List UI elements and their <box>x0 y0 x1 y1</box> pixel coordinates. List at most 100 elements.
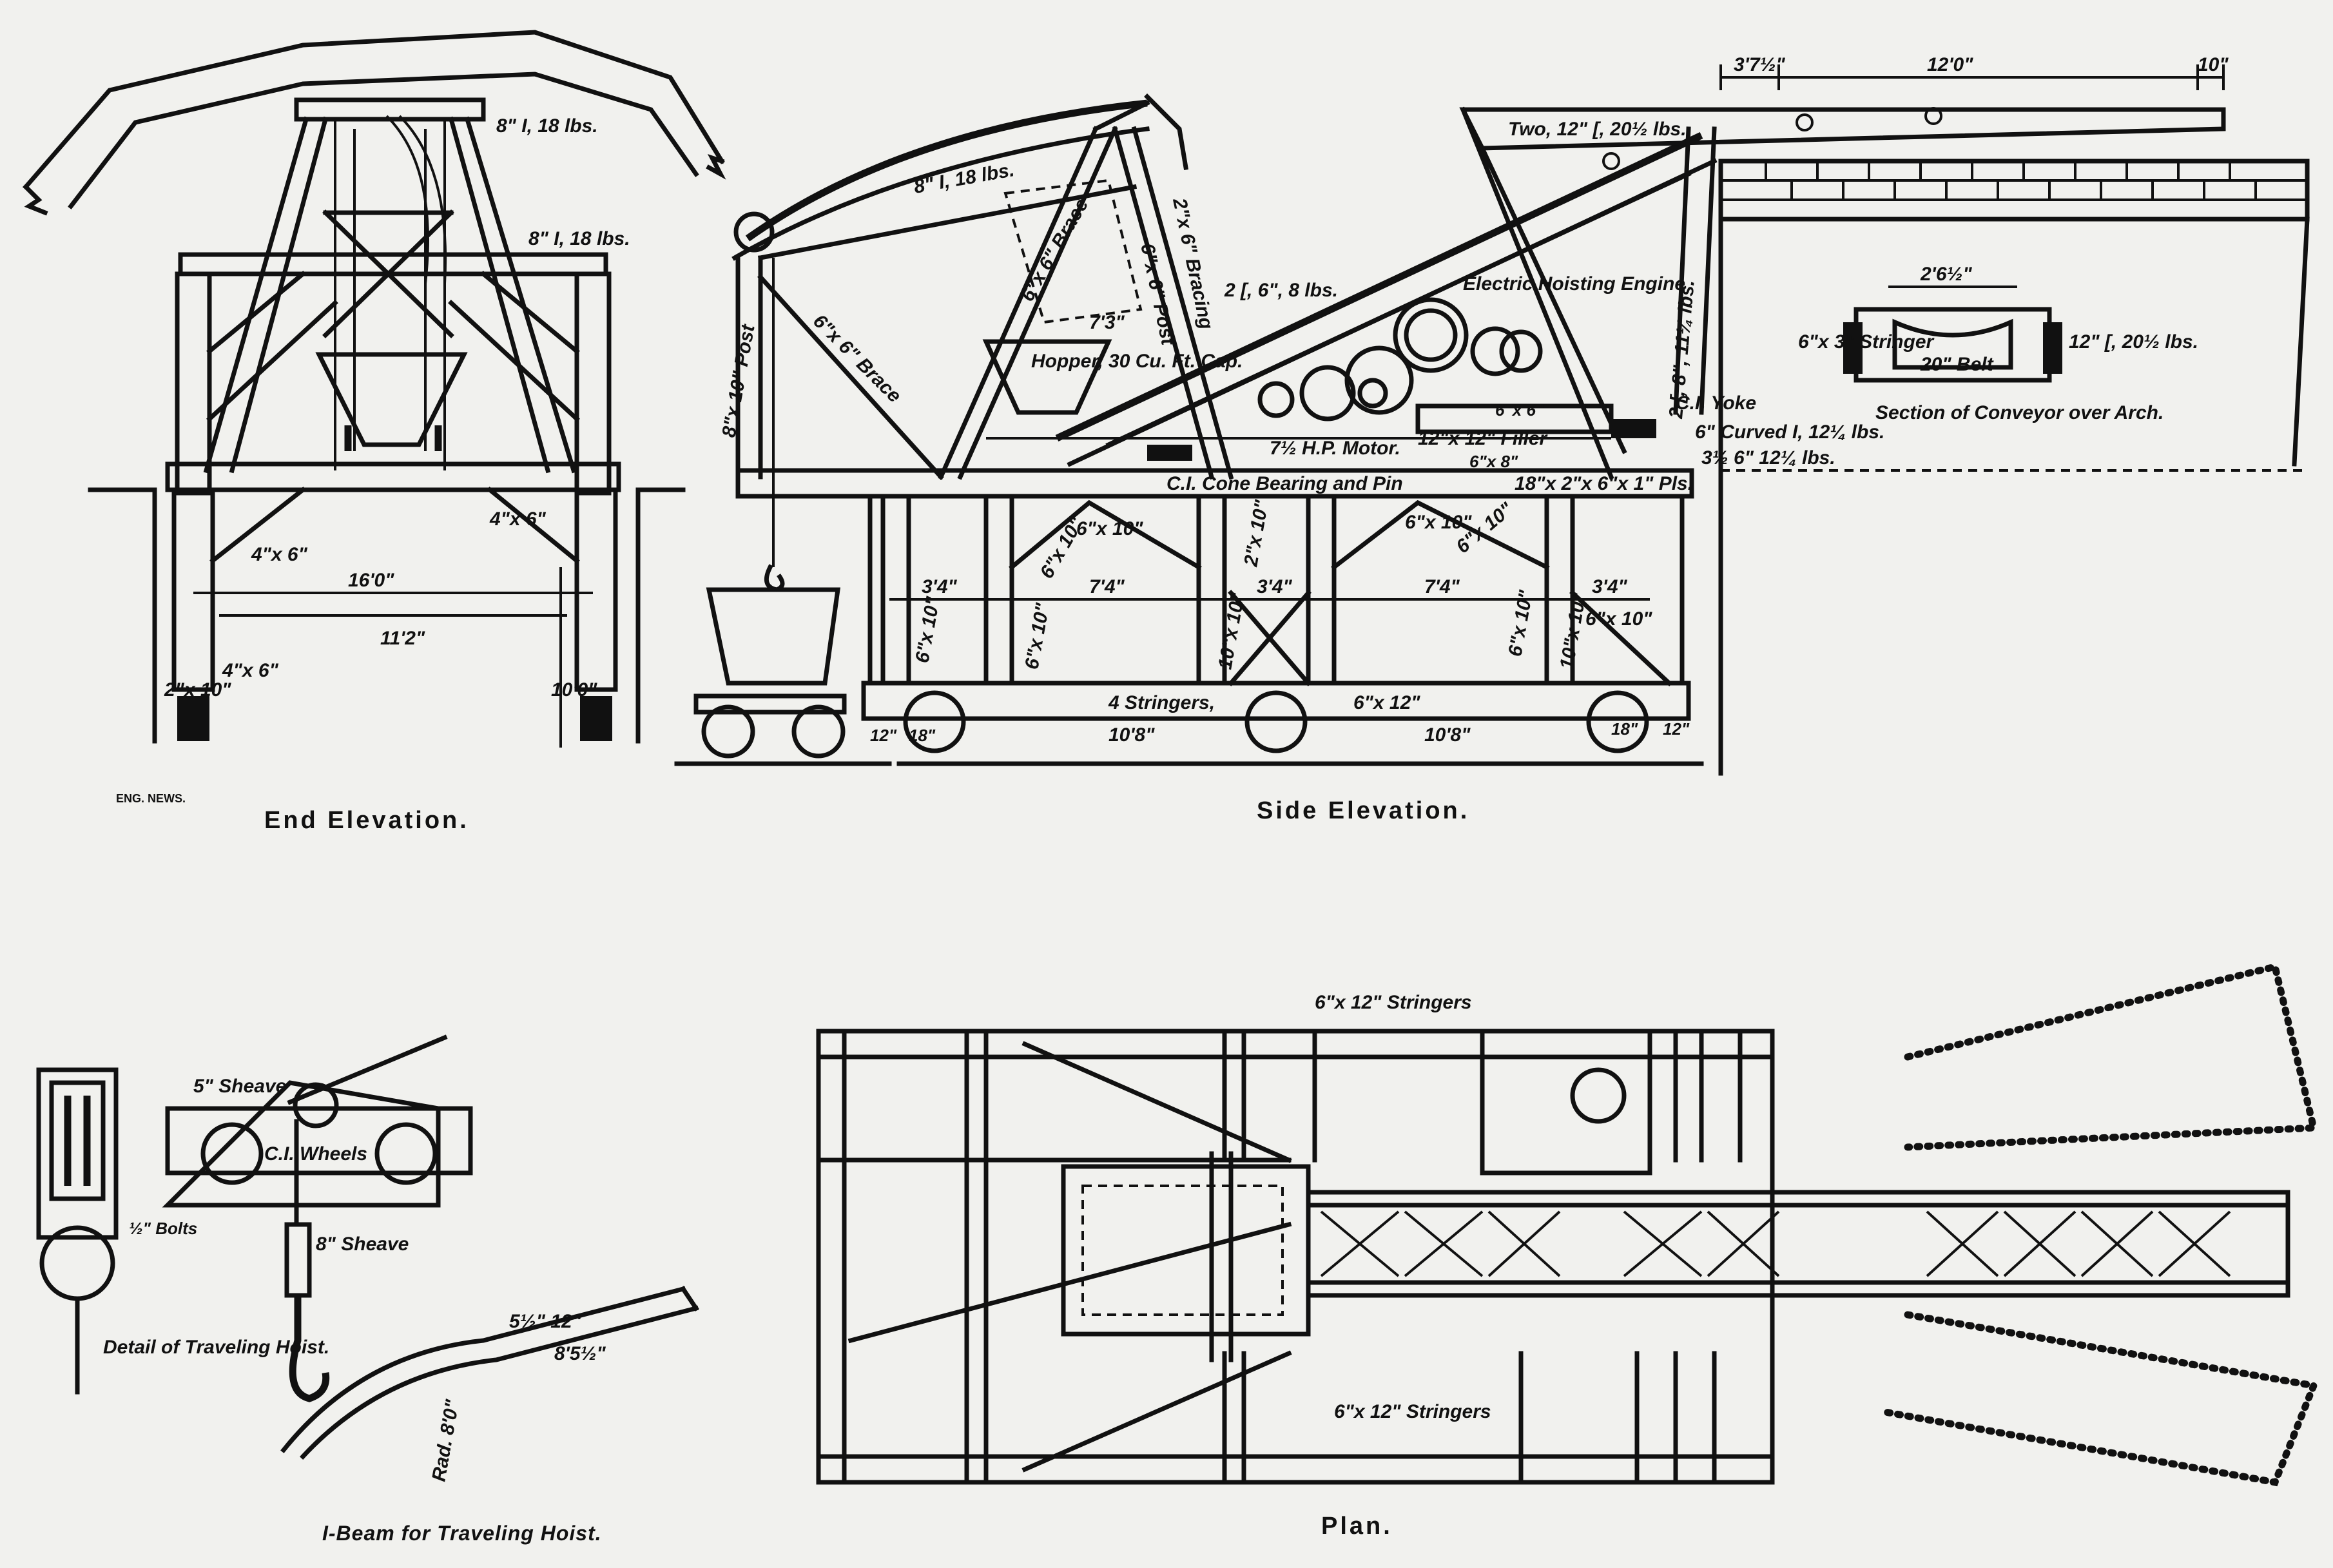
truss-8-label: 2"x 10" <box>1240 498 1273 568</box>
side-elevation-caption: Side Elevation. <box>1257 797 1469 824</box>
plates-label: 18"x 2"x 6"x 1" Pls. <box>1515 473 1693 494</box>
motor-label: 7½ H.P. Motor. <box>1270 438 1400 459</box>
ibeam-dim-label: 8'5½" <box>554 1343 606 1364</box>
offset-18a-label: 18" <box>909 726 936 745</box>
sheave-5-label: 5" Sheave <box>193 1076 286 1097</box>
wheel-base-1-label: 10'8" <box>1108 724 1155 746</box>
source-credit: ENG. NEWS. <box>116 792 186 805</box>
section-caption: Section of Conveyor over Arch. <box>1875 402 2164 423</box>
dim-d-label: 7'4" <box>1424 576 1460 597</box>
boom <box>745 99 1148 242</box>
post-right <box>574 271 612 496</box>
leg-left <box>171 487 215 692</box>
end-width-inner-label: 11'2" <box>380 628 425 649</box>
sheave-5-wheel <box>293 1082 339 1128</box>
truss-10-label: 10"x 10" <box>1556 590 1591 671</box>
hoist-detail: 5" Sheave C.I. Wheels ½" Bolts 8" Sheave… <box>36 1034 473 1402</box>
ground-right <box>635 487 686 744</box>
plan-caption: Plan. <box>1321 1513 1393 1540</box>
bolts-label: ½" Bolts <box>129 1219 197 1238</box>
ground-left <box>88 487 157 744</box>
post-left <box>175 271 212 496</box>
curved-ibeam <box>280 1286 686 1453</box>
end-elevation-caption: End Elevation. <box>264 807 469 834</box>
conveyor-section <box>1843 286 2062 383</box>
dim-b-label: 7'4" <box>1089 576 1125 597</box>
filler-6x6-label: 6"x 6" <box>1495 400 1544 420</box>
rail-car <box>693 693 847 715</box>
stringers <box>861 681 1691 721</box>
post-8x10-label: 8"x 10" Post <box>718 322 759 439</box>
end-brace-low-label: 4"x 6" <box>222 660 279 681</box>
wheels-label: C.I. Wheels <box>264 1143 367 1165</box>
ibeam-size-label: 5½" 12" <box>509 1311 582 1332</box>
section-width-label: 2'6½" <box>1920 264 1973 285</box>
dim-7-3-label: 7'3" <box>1089 312 1125 333</box>
sheave-8-label: 8" Sheave <box>316 1234 409 1255</box>
end-ibeam-top-label: 8" I, 18 lbs. <box>496 115 598 137</box>
cross-beam <box>178 252 608 276</box>
plan-stringers-top-label: 6"x 12" Stringers <box>1315 992 1472 1013</box>
stringer-size-label: 6"x 12" <box>1353 692 1420 713</box>
plan-stringers-bottom-label: 6"x 12" Stringers <box>1334 1401 1491 1422</box>
truss-3-label: 6"x 10" <box>1405 512 1472 533</box>
dim-e-label: 3'4" <box>1592 576 1628 597</box>
plan-view: 6"x 12" Stringers 6"x 12" Stringers Plan… <box>816 962 2319 1540</box>
side-elevation: 8" I, 18 lbs. 2"x 6" Bracing 6"x 6" Post… <box>674 54 2310 824</box>
bracing-label: 2"x 6" Bracing <box>1168 196 1217 331</box>
base-beam <box>165 461 621 492</box>
hook <box>289 1295 330 1402</box>
end-brace-right-label: 4"x 6" <box>489 508 547 530</box>
post-6x6-label: 6"x 6" Post <box>1136 242 1179 349</box>
arch-outline <box>23 30 725 190</box>
offset-18b-label: 18" <box>1611 719 1638 739</box>
truss-11-label: 6"x 10" <box>1585 608 1652 630</box>
ibeam-detail: 5½" 12" 8'5½" Rad. 8'0" I-Beam for Trave… <box>280 1286 699 1545</box>
end-width-outer-label: 16'0" <box>348 570 394 591</box>
dim-c-label: 3'4" <box>1257 576 1293 597</box>
engine-wheel-large <box>1393 297 1469 373</box>
top-beam <box>294 97 486 122</box>
dim-top-3-label: 10" <box>2198 54 2229 75</box>
offset-12b-label: 12" <box>1663 719 1690 739</box>
section-channel-label: 12" [, 20½ lbs. <box>2069 331 2198 353</box>
ibeam-caption: I-Beam for Traveling Hoist. <box>322 1522 602 1545</box>
plan-engine <box>1480 1029 1652 1176</box>
plan-frame <box>816 1029 1775 1485</box>
bucket <box>706 587 841 686</box>
brick-wall <box>1718 159 2310 222</box>
hoist-detail-caption: Detail of Traveling Hoist. <box>103 1337 329 1358</box>
plan-arch-outline <box>1904 962 2318 1151</box>
arch-outline-inner <box>68 72 699 209</box>
end-height-label: 10'0" <box>551 679 597 701</box>
conveyor-incline <box>1055 132 1703 441</box>
end-ibeam-mid-label: 8" I, 18 lbs. <box>528 228 630 249</box>
curved2-label: 3½ 6" 12¼ lbs. <box>1701 447 1835 469</box>
end-brace-left-label: 4"x 6" <box>251 544 308 565</box>
hopper-end-view <box>315 352 468 447</box>
channels-label: 2 [, 6", 8 lbs. <box>1224 280 1338 301</box>
brace-6x6-left-label: 6"x 6" Brace <box>809 311 905 407</box>
bearing-label: C.I. Cone Bearing and Pin <box>1166 473 1403 494</box>
ibeam-radius-label: Rad. 8'0" <box>428 1398 463 1484</box>
curved-label: 6" Curved I, 12¼ lbs. <box>1695 421 1884 443</box>
truss-5-label: 6"x 10" <box>911 595 944 664</box>
upper-conveyor <box>1459 107 2226 151</box>
leg-right <box>574 487 618 692</box>
yoke-label: C.I. Yoke <box>1676 392 1756 414</box>
end-post-label: 2"x 10" <box>164 679 231 701</box>
side-frame <box>735 126 1234 480</box>
engine-label: Electric Hoisting Engine <box>1463 273 1685 295</box>
truss-9-label: 10"x 10" <box>1214 590 1249 671</box>
truss-1-label: 6"x 10" <box>1076 518 1143 539</box>
filler-label: 12"x 12" Filler <box>1418 428 1549 449</box>
end-elevation: 8" I, 18 lbs. 8" I, 18 lbs. 4"x 6" 4"x 6… <box>23 30 726 834</box>
section-belt-label: 20" Belt <box>1920 354 1995 375</box>
brace-6x6-label: 6"x 6" Brace <box>1016 195 1092 305</box>
filler-6x8-label: 6"x 8" <box>1469 452 1518 471</box>
two-channels-label: Two, 12" [, 20½ lbs. <box>1508 119 1687 140</box>
section-stringer-label: 6"x 3" Stringer <box>1798 331 1935 353</box>
truss-6-label: 6"x 10" <box>1021 601 1054 671</box>
